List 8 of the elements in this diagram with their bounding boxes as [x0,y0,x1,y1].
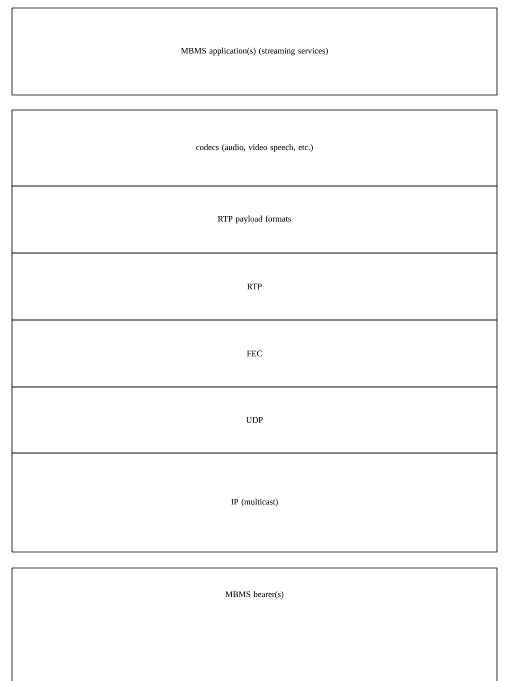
layer-box: IP (multicast) [12,452,498,552]
layer-box: FEC [12,320,498,388]
layer-box: RTP [12,252,498,320]
layer-box: UDP [12,386,498,454]
layer-box: RTP payload formats [12,186,498,254]
layer-box: MBMS bearer(s) [12,568,498,681]
layer-box: MBMS application(s) (streaming services) [12,8,498,96]
layer-box: codecs (audio, video speech, etc.) [12,110,498,186]
